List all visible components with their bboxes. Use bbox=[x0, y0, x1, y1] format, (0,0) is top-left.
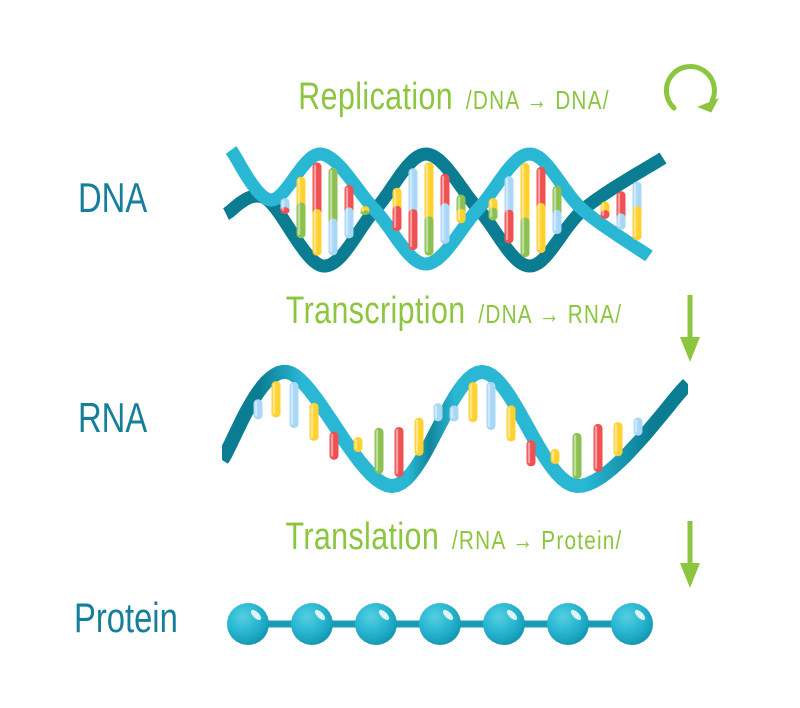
transcription-title: Transcription bbox=[285, 290, 466, 332]
replication-title: Replication bbox=[298, 76, 454, 118]
protein-row-label: Protein bbox=[74, 594, 178, 641]
replication-formula: /DNA → DNA/ bbox=[465, 85, 610, 115]
circular-arrow-icon bbox=[663, 64, 719, 113]
rna-row-label: RNA bbox=[78, 394, 148, 441]
translation-title: Translation bbox=[285, 516, 440, 558]
down-arrow-icon bbox=[680, 521, 700, 588]
dna-row-label: DNA bbox=[78, 174, 148, 221]
replication-header: Replication /DNA → DNA/ bbox=[174, 76, 734, 119]
protein-chain-illustration bbox=[227, 603, 653, 645]
dna-helix-illustration bbox=[223, 146, 667, 273]
down-arrow-icon bbox=[680, 295, 700, 362]
translation-header: Translation /RNA → Protein/ bbox=[174, 516, 734, 559]
rna-strand-illustration bbox=[222, 364, 688, 494]
transcription-formula: /DNA → RNA/ bbox=[478, 299, 623, 329]
transcription-header: Transcription /DNA → RNA/ bbox=[174, 290, 734, 333]
translation-formula: /RNA → Protein/ bbox=[451, 525, 623, 555]
